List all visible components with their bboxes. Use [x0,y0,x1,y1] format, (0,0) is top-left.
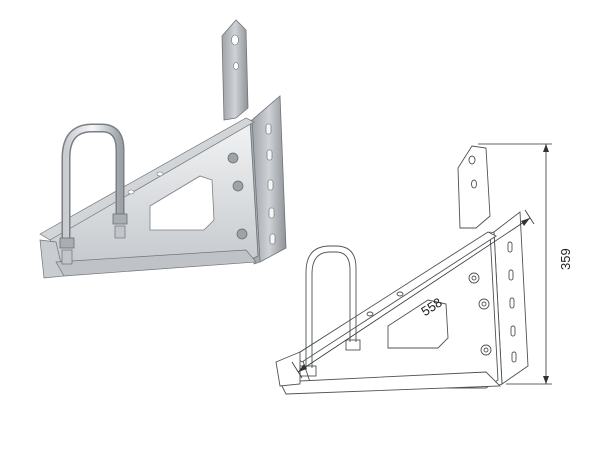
dimension-label-height: 359 [558,248,573,270]
u-bolt-nut [59,237,75,249]
arm-top-flange [39,117,255,241]
arm-bottom-rail [55,249,257,277]
tab-hole-bottom [233,62,239,70]
u-bolt-nut [112,213,128,225]
line-drawing-bracket [275,145,529,395]
dimension-lines [291,143,552,385]
tab-hole-top [231,34,239,46]
gusset-window [149,175,215,231]
mount-tab [221,19,249,121]
bolt [227,152,239,164]
bolt [232,180,244,192]
gusset-plate [47,119,259,273]
bolt [236,228,248,240]
shaded-bracket-render [39,19,287,279]
